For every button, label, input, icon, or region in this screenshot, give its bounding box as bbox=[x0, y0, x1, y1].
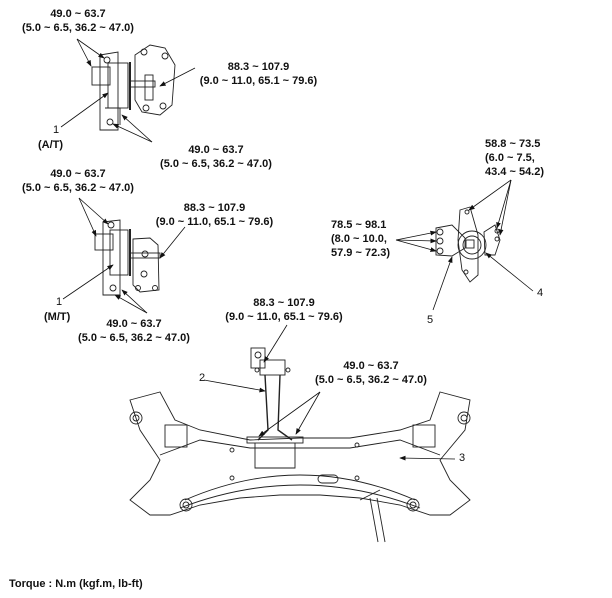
torque-label-mt-bottom-bracket: 49.0 ~ 63.7 (5.0 ~ 6.5, 36.2 ~ 47.0) bbox=[70, 317, 198, 345]
callout-part-1-mt-variant: (M/T) bbox=[44, 311, 71, 323]
torque-nm: 88.3 ~ 107.9 bbox=[183, 202, 246, 214]
torque-nm: 78.5 ~ 98.1 bbox=[331, 219, 387, 231]
torque-label-mt-top-bracket: 49.0 ~ 63.7 (5.0 ~ 6.5, 36.2 ~ 47.0) bbox=[14, 167, 142, 195]
torque-unit-note: Torque : N.m (kgf.m, lb-ft) bbox=[9, 578, 143, 590]
roll-rod bbox=[250, 347, 293, 441]
torque-kgf-lbft: (9.0 ~ 11.0, 65.1 ~ 79.6) bbox=[199, 75, 318, 87]
torque-label-at-bottom-bracket: 49.0 ~ 63.7 (5.0 ~ 6.5, 36.2 ~ 47.0) bbox=[152, 143, 280, 171]
torque-kgf-lbft: (5.0 ~ 6.5, 36.2 ~ 47.0) bbox=[315, 374, 427, 386]
torque-label-roll-rod-bracket: 49.0 ~ 63.7 (5.0 ~ 6.5, 36.2 ~ 47.0) bbox=[307, 359, 435, 387]
torque-kgf-lbft: (5.0 ~ 6.5, 36.2 ~ 47.0) bbox=[78, 332, 190, 344]
torque-nm: 88.3 ~ 107.9 bbox=[227, 61, 290, 73]
torque-label-roll-rod-bolt: 88.3 ~ 107.9 (9.0 ~ 11.0, 65.1 ~ 79.6) bbox=[220, 296, 348, 324]
torque-label-at-top-bracket: 49.0 ~ 63.7 (5.0 ~ 6.5, 36.2 ~ 47.0) bbox=[14, 7, 142, 35]
torque-kgf-lbft: (5.0 ~ 6.5, 36.2 ~ 47.0) bbox=[22, 22, 134, 34]
torque-label-engine-mount-bracket: 58.8 ~ 73.5 (6.0 ~ 7.5, 43.4 ~ 54.2) bbox=[485, 137, 544, 179]
leader-lines bbox=[60, 38, 534, 461]
torque-label-at-through-bolt: 88.3 ~ 107.9 (9.0 ~ 11.0, 65.1 ~ 79.6) bbox=[196, 60, 321, 88]
engine-mount bbox=[435, 206, 501, 283]
torque-lbft: 43.4 ~ 54.2) bbox=[485, 166, 545, 178]
callout-part-3: 3 bbox=[459, 452, 466, 464]
torque-label-engine-mount-nuts: 78.5 ~ 98.1 (8.0 ~ 10.0, 57.9 ~ 72.3) bbox=[331, 218, 390, 260]
torque-lbft: 57.9 ~ 72.3) bbox=[331, 247, 391, 259]
torque-label-mt-through-bolt: 88.3 ~ 107.9 (9.0 ~ 11.0, 65.1 ~ 79.6) bbox=[152, 201, 277, 229]
torque-kgf: (6.0 ~ 7.5, bbox=[485, 152, 535, 164]
torque-nm: 58.8 ~ 73.5 bbox=[485, 138, 541, 150]
torque-nm: 49.0 ~ 63.7 bbox=[50, 8, 106, 20]
torque-nm: 49.0 ~ 63.7 bbox=[343, 360, 399, 372]
transmission-mount-mt bbox=[94, 219, 161, 296]
callout-part-5: 5 bbox=[427, 314, 434, 326]
torque-kgf-lbft: (9.0 ~ 11.0, 65.1 ~ 79.6) bbox=[155, 216, 274, 228]
torque-nm: 49.0 ~ 63.7 bbox=[106, 318, 162, 330]
sub-frame bbox=[129, 391, 471, 543]
torque-kgf-lbft: (5.0 ~ 6.5, 36.2 ~ 47.0) bbox=[22, 182, 134, 194]
transmission-mount-at bbox=[91, 44, 176, 131]
callout-part-4: 4 bbox=[537, 287, 544, 299]
torque-nm: 49.0 ~ 63.7 bbox=[50, 168, 106, 180]
torque-nm: 88.3 ~ 107.9 bbox=[253, 297, 315, 309]
torque-kgf: (8.0 ~ 10.0, bbox=[331, 233, 387, 245]
callout-part-1-mt: 1 bbox=[56, 296, 63, 308]
callout-part-1-at-variant: (A/T) bbox=[38, 139, 64, 151]
torque-nm: 49.0 ~ 63.7 bbox=[188, 144, 244, 156]
torque-kgf-lbft: (5.0 ~ 6.5, 36.2 ~ 47.0) bbox=[160, 158, 272, 170]
callout-part-1-at: 1 bbox=[53, 124, 60, 136]
torque-kgf-lbft: (9.0 ~ 11.0, 65.1 ~ 79.6) bbox=[225, 311, 343, 323]
callout-part-2: 2 bbox=[199, 372, 206, 384]
